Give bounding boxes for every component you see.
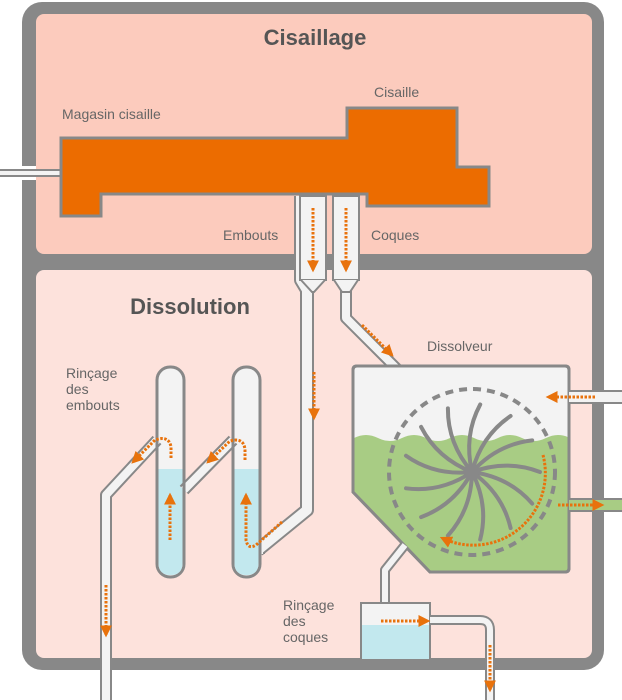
shear-machine [59, 106, 491, 218]
flow-arrow-drum-rotation [439, 454, 547, 548]
hulls-label: Coques [371, 227, 419, 243]
hulls-rinse-label: Rinçage des coques [283, 597, 338, 645]
end-caps-rinse-line-3: embouts [66, 397, 120, 413]
rinse-column-2 [231, 365, 262, 579]
flow-arrow-col2-up [240, 492, 283, 549]
flow-arrow-hulls-pipe [360, 323, 394, 357]
wheel-blade [445, 406, 474, 474]
flow-arrow-col2-over [206, 438, 247, 464]
end-caps-label: Embouts [223, 227, 278, 243]
column-link-pipe [179, 435, 238, 495]
hulls-rinse-line-3: coques [283, 629, 328, 645]
wheel-blade [470, 414, 513, 474]
dissolver-liquid [354, 435, 568, 571]
wheel-blade [404, 470, 474, 492]
wheel-blade [445, 470, 474, 538]
wheel-blade [470, 470, 486, 542]
wheel-blade [467, 402, 483, 474]
hulls-rinse-tank [360, 602, 431, 661]
shear-store-label: Magasin cisaille [62, 106, 161, 122]
dissolver [351, 364, 571, 574]
shear-label: Cisaille [374, 84, 419, 100]
hulls-transfer-pipe [380, 541, 409, 605]
dissolver-drum [387, 387, 557, 557]
dissolution-title: Dissolution [130, 294, 250, 319]
end-caps-rinse-label: Rinçage des embouts [66, 365, 121, 413]
wheel-blade [470, 470, 513, 530]
wheel-blade [470, 438, 535, 474]
rinse-column-1 [155, 365, 186, 579]
dissolver-wheel [404, 402, 542, 542]
hulls-outlet-pipe [430, 615, 495, 700]
dissolver-inlet-pipe [569, 390, 622, 404]
wheel-blade [470, 463, 542, 474]
hulls-rinse-line-2: des [283, 613, 306, 629]
hulls-rinse-line-1: Rinçage [283, 597, 335, 613]
wheel-blade [419, 470, 474, 520]
wheel-blade [419, 424, 474, 474]
wheel-blade [404, 453, 474, 475]
flow-arrow-col1-over [131, 437, 173, 464]
dissolver-label: Dissolveur [427, 338, 493, 354]
feed-pipe [0, 166, 62, 180]
end-caps-rinse-line-2: des [66, 381, 89, 397]
end-caps-rinse-line-1: Rinçage [66, 365, 118, 381]
shearing-title: Cisaillage [264, 25, 367, 50]
wheel-blade [470, 470, 535, 506]
